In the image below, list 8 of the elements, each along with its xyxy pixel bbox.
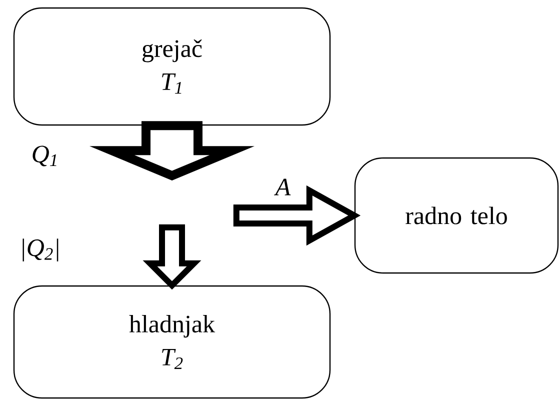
edge-label: |Q$_{2}$| (22, 238, 58, 262)
process-box: radno telo (354, 157, 559, 274)
block-arrow (142, 224, 202, 290)
block-arrow (233, 185, 361, 246)
edge-label: A (274, 178, 291, 196)
edge-label: Q$_{1}$ (32, 146, 56, 166)
process-box: grejač T$_{1}$ (13, 7, 331, 126)
process-box: hladnjak T$_{2}$ (13, 285, 331, 399)
